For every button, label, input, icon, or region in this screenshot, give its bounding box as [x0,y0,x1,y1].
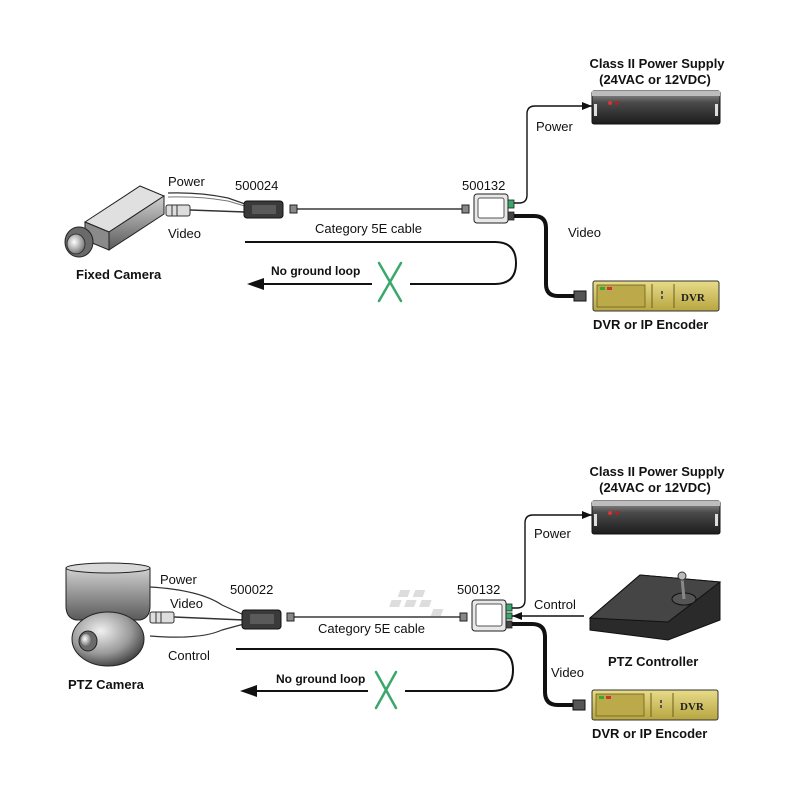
top-dvr-icon [592,280,720,312]
bottom-transceiver-left-label: 500022 [230,582,273,597]
top-right-video-label: Video [568,225,601,240]
bottom-diagram: Class II Power Supply (24VAC or 12VDC) P… [65,464,725,741]
transceiver-500132-bottom [471,599,513,632]
top-cable-label: Category 5E cable [315,221,422,236]
top-transceiver-right-label: 500132 [462,178,505,193]
bottom-arrow-icon [240,685,257,697]
bottom-right-control-label: Control [534,597,576,612]
transceiver-500022 [241,609,282,630]
top-no-ground-loop-label: No ground loop [271,264,360,278]
bottom-power-supply [591,500,721,535]
bottom-power-supply-title: Class II Power Supply [589,464,725,479]
ptz-camera-icon [65,562,151,667]
bottom-power-cable [512,514,592,609]
bottom-transceiver-right-label: 500132 [457,582,500,597]
bottom-control-label: Control [168,648,210,663]
bottom-right-video-label: Video [551,665,584,680]
top-dvr-label: DVR or IP Encoder [593,317,708,332]
bottom-power-label: Power [534,526,572,541]
transceiver-500024 [243,200,284,219]
top-camera-power-label: Power [168,174,206,189]
bottom-dvr-badge: DVR [680,701,705,713]
top-ground-loop-path [245,241,518,285]
bottom-x-mark-icon [374,670,398,710]
bottom-camera-power-label: Power [160,572,198,587]
power-led-icon [608,511,612,515]
transceiver-500132-top [473,193,515,224]
bottom-camera-label: PTZ Camera [68,677,145,692]
bottom-cable-label: Category 5E cable [318,621,425,636]
power-led-icon [608,101,612,105]
bnc-connector-icon [149,611,175,624]
bottom-video-cable [512,622,574,707]
top-dvr-badge: DVR [681,292,706,304]
bottom-camera-power-wire [149,586,245,616]
top-diagram: Class II Power Supply (24VAC or 12VDC) P… [64,56,725,332]
bottom-ground-loop-path [236,648,515,692]
top-video-cable [514,214,575,298]
joystick-icon [677,571,687,581]
top-video-label: Video [168,226,201,241]
top-power-supply [591,90,721,125]
bottom-power-supply-subtitle: (24VAC or 12VDC) [599,480,711,495]
bnc-connector-icon [165,204,191,217]
bottom-no-ground-loop-label: No ground loop [276,672,365,686]
bottom-controller-label: PTZ Controller [608,654,698,669]
bottom-dvr-icon [591,689,719,721]
top-arrow-icon [247,278,264,290]
fixed-camera-icon [64,185,166,258]
top-x-mark-icon [377,261,403,303]
top-camera-label: Fixed Camera [76,267,162,282]
bottom-dvr-label: DVR or IP Encoder [592,726,707,741]
top-power-supply-subtitle: (24VAC or 12VDC) [599,72,711,87]
top-power-label: Power [536,119,574,134]
top-power-supply-title: Class II Power Supply [589,56,725,71]
ptz-controller-icon [389,571,722,641]
top-transceiver-left-label: 500024 [235,178,278,193]
top-camera-power-wire [167,192,249,206]
bottom-camera-control-wire [149,623,245,638]
bottom-video-label: Video [170,596,203,611]
top-power-cable [512,105,592,204]
